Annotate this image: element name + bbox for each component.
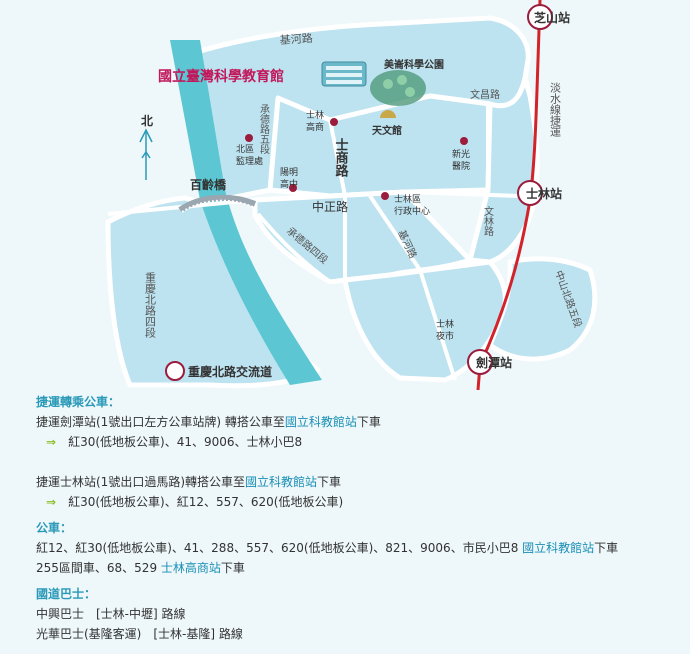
block-museum [267, 93, 493, 199]
highway-bus-line-1: 中興巴士 [士林-中壢] 路線 [36, 607, 186, 621]
road-wenlin-label: 文林路 [482, 205, 494, 237]
poi-shilin-commercial [330, 118, 338, 126]
poi-shilin-admin [381, 192, 389, 200]
station-shilin: 士林站 [526, 186, 562, 201]
poi-beiqu-prison [245, 134, 253, 142]
shilin-route-suffix: 下車 [317, 475, 342, 489]
jiantan-buses: 紅30(低地板公車)、41、9006、士林小巴8 [68, 435, 303, 449]
road-shishang-label: 士商路 [333, 137, 349, 177]
station-jiantan: 劍潭站 [475, 355, 512, 370]
station-jiantan-marker [467, 349, 493, 375]
block-east [467, 75, 540, 265]
block-southeast [487, 256, 598, 362]
label-xinguang-hospital: 新光醫院 [452, 148, 470, 172]
bus-line-2-suffix: 下車 [220, 561, 245, 575]
label-yangming-high: 陽明高中 [280, 167, 298, 190]
bus-line-1: 紅12、紅30(低地板公車)、41、288、557、620(低地板公車)、821… [36, 538, 686, 558]
label-shilin-commercial: 士林高商 [306, 109, 324, 133]
arrow-icon: ⇒ [46, 435, 57, 449]
bus-line-1-text: 紅12、紅30(低地板公車)、41、288、557、620(低地板公車)、821… [36, 541, 523, 555]
highway-bus-line-2: 光華巴士(基隆客運) [士林-基隆] 路線 [36, 627, 243, 641]
station-shilin-marker [517, 180, 543, 206]
road-wenlin [468, 104, 490, 261]
museum-stop-link[interactable]: 國立科教館站 [284, 415, 357, 429]
highway-bus-title: 國道巴士： [36, 587, 97, 601]
label-beiqu-prison: 北區監理處 [236, 144, 263, 167]
location-map: 北 國立臺灣科學教育館 美崙科學公園 天文館 士林高商 北區監理處 陽明高中 新… [105, 0, 598, 390]
arrow-icon: ⇒ [46, 495, 57, 509]
bus-title: 公車： [36, 521, 73, 535]
mrt-line-label: 淡水線捷運 [549, 82, 562, 137]
bridge-label: 百齡橋 [190, 177, 227, 192]
north-arrow-icon [139, 128, 153, 180]
park-label: 美崙科學公園 [384, 58, 444, 71]
poi-yangming-high [289, 184, 297, 192]
label-shilin-admin: 士林區行政中心 [394, 193, 430, 217]
observatory-label: 天文館 [372, 124, 402, 137]
station-zhishan: 芝山站 [534, 10, 570, 25]
road-jihe-south [368, 194, 457, 381]
road-chengde-south [256, 212, 332, 284]
road-chengde5: 承德路五段 [258, 104, 270, 155]
road-jihe-top: 基河路 [279, 32, 313, 47]
jiantan-route-text: 捷運劍潭站(1號出口左方公車站牌) 轉搭公車至 [36, 415, 285, 429]
museum-building-icon [321, 61, 367, 87]
transit-info: 捷運轉乘公車： 捷運劍潭站(1號出口左方公車站牌) 轉搭公車至國立科教館站下車 … [36, 392, 686, 644]
interchange-marker [165, 361, 185, 381]
museum-stop-link[interactable]: 國立科教館站 [245, 475, 318, 489]
museum-stop-link[interactable]: 國立科教館站 [522, 541, 595, 555]
park-icon [370, 70, 426, 106]
shilin-bus-list: ⇒ 紅30(低地板公車)、紅12、557、620(低地板公車) [36, 492, 686, 512]
bus-line-1-suffix: 下車 [594, 541, 619, 555]
observatory-icon [380, 110, 396, 118]
museum-title: 國立臺灣科學教育館 [158, 68, 284, 85]
jiantan-route: 捷運劍潭站(1號出口左方公車站牌) 轉搭公車至國立科教館站下車 [36, 412, 686, 432]
road-shishang [328, 119, 347, 280]
shilin-route: 捷運士林站(1號出口過馬路)轉搭公車至國立科教館站下車 [36, 472, 686, 492]
north-label: 北 [141, 113, 153, 128]
jiantan-bus-list: ⇒ 紅30(低地板公車)、41、9006、士林小巴8 [36, 432, 686, 452]
jiantan-route-suffix: 下車 [356, 415, 381, 429]
bus-line-2-text: 255區間車、68、529 [36, 561, 161, 575]
interchange-label: 重慶北路交流道 [188, 364, 272, 379]
shilin-route-text: 捷運士林站(1號出口過馬路)轉搭公車至 [36, 475, 245, 489]
road-wenchang: 文昌路 [470, 88, 500, 101]
road-chongqing4: 重慶北路四段 [144, 271, 157, 339]
road-zhongzheng-label: 中正路 [312, 199, 348, 214]
river [170, 40, 322, 385]
bailing-bridge [178, 194, 257, 213]
mrt-transfer-title: 捷運轉乘公車： [36, 395, 121, 409]
poi-xinguang-hospital [460, 137, 468, 145]
school-stop-link[interactable]: 士林高商站 [160, 561, 221, 575]
label-night-market: 士林夜市 [436, 318, 454, 342]
station-zhishan-marker [527, 4, 553, 30]
bus-line-2: 255區間車、68、529 士林高商站下車 [36, 558, 686, 578]
shilin-buses: 紅30(低地板公車)、紅12、557、620(低地板公車) [68, 495, 344, 509]
